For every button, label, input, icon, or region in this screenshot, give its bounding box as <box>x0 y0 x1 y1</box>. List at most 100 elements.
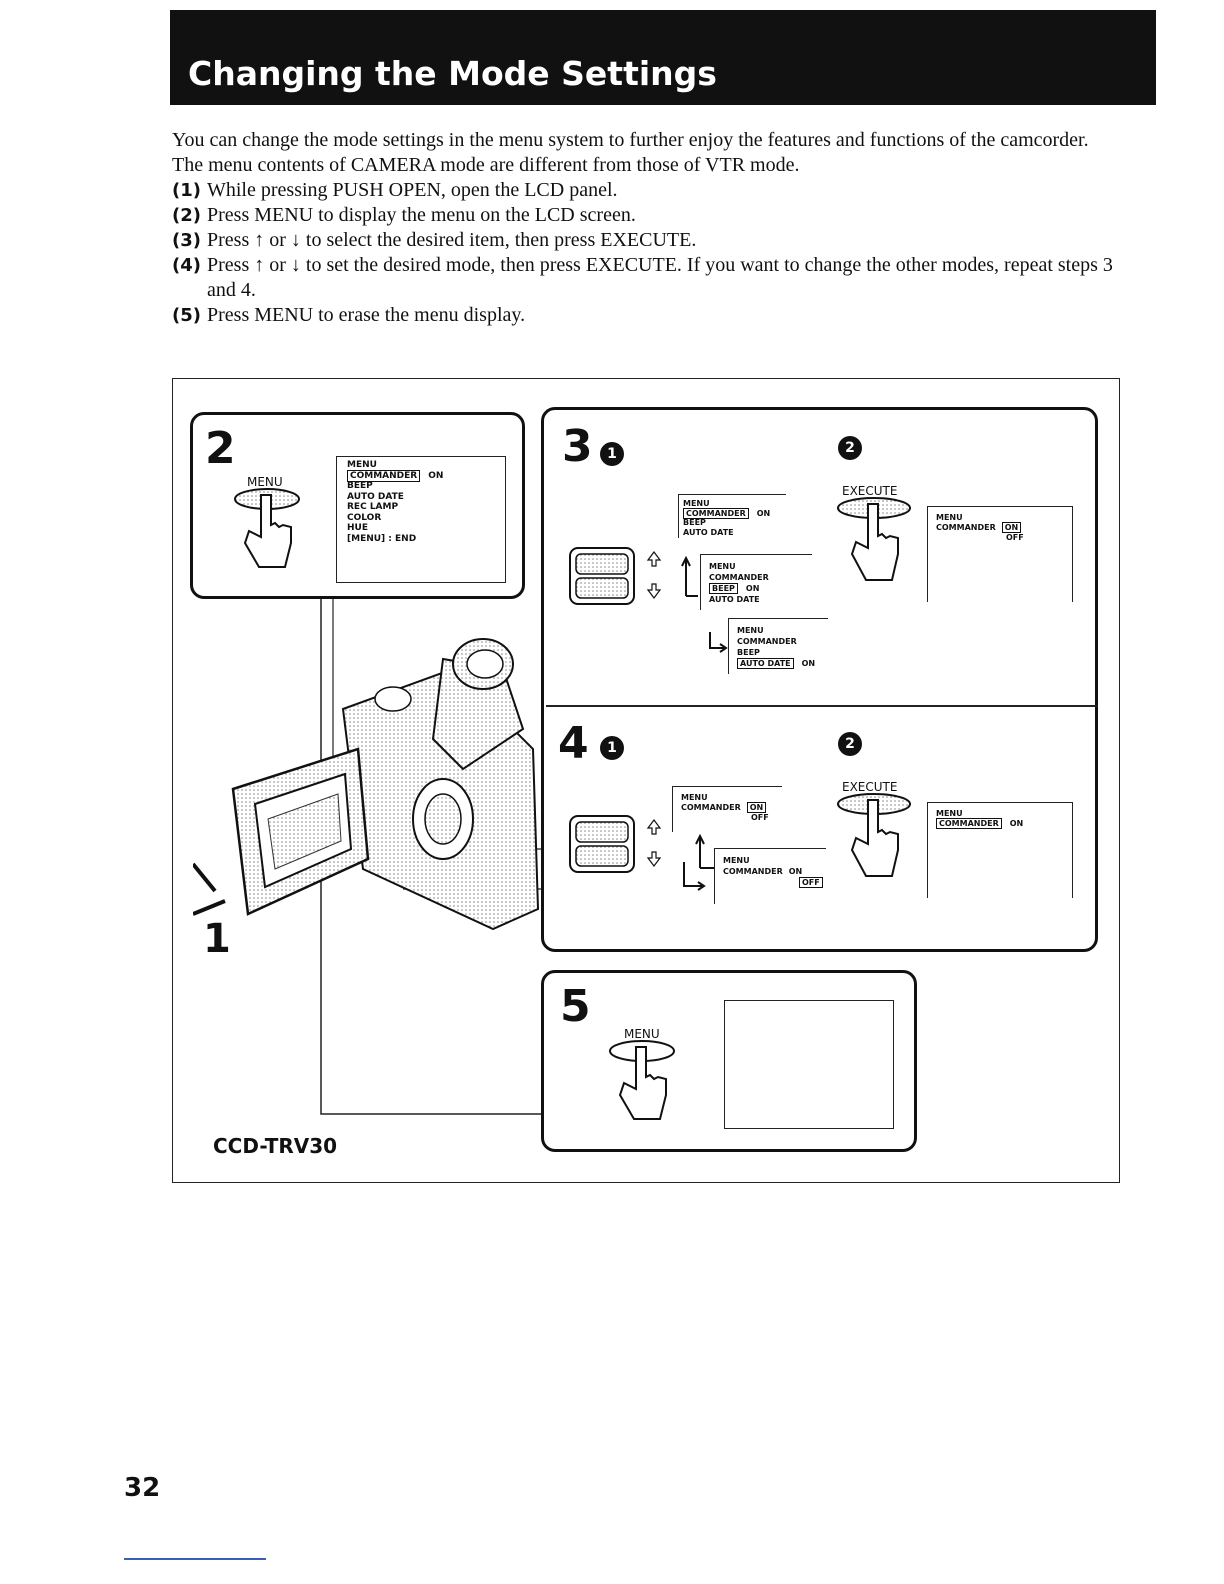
panel-step-5: 5 MENU <box>541 970 917 1152</box>
substep-2-badge: 2 <box>838 436 862 460</box>
menu-item: BEEP <box>347 481 373 491</box>
menu-item: BEEP <box>737 648 760 657</box>
menu-header: MENU <box>737 626 764 635</box>
menu-value-selected: OFF <box>799 877 823 888</box>
intro-line-1: You can change the mode settings in the … <box>172 129 1089 151</box>
panel-5-number: 5 <box>560 981 591 1032</box>
step-number: (3) <box>172 230 201 251</box>
panel-divider <box>546 705 1098 707</box>
step-item: (3) Press ↑ or ↓ to select the desired it… <box>172 228 1122 253</box>
menu-value: OFF <box>751 813 769 822</box>
menu-item: AUTO DATE <box>709 595 760 604</box>
menu-hand-icon[interactable] <box>231 487 303 573</box>
menu-header: MENU <box>936 809 963 818</box>
menu-value-selected: ON <box>1001 522 1022 533</box>
menu-item: BEEP <box>683 518 706 527</box>
menu-item: HUE <box>347 523 368 533</box>
menu-item-selected: COMMANDER <box>683 507 749 519</box>
intro-line-2: The menu contents of CAMERA mode are dif… <box>172 154 800 176</box>
execute-hand-icon[interactable] <box>834 496 914 586</box>
steps-list: (1) While pressing PUSH OPEN, open the LC… <box>172 178 1122 328</box>
menu-button-label: MENU <box>624 1027 660 1041</box>
menu-header: MENU <box>709 562 736 571</box>
execute-hand-icon[interactable] <box>834 792 914 882</box>
menu-value-on: ON <box>745 584 760 593</box>
panel-3-number: 3 <box>562 421 593 472</box>
menu-item-selected: COMMANDER <box>936 818 1002 829</box>
substep-1-badge: 1 <box>600 736 624 760</box>
navigation-arrows <box>681 556 728 653</box>
page-number: 32 <box>124 1473 161 1503</box>
up-down-buttons-icon[interactable] <box>568 546 668 606</box>
menu-item: REC LAMP <box>347 502 399 512</box>
menu-value-on: ON <box>1009 819 1024 828</box>
substep-2-badge: 2 <box>838 732 862 756</box>
menu-item-selected: AUTO DATE <box>737 658 794 669</box>
panel-5-lcd-screen <box>724 1000 894 1129</box>
menu-item: [MENU] : END <box>347 533 417 544</box>
execute-button-label: EXECUTE <box>842 484 898 498</box>
substep-1-badge: 1 <box>600 442 624 466</box>
menu-item: COLOR <box>347 512 382 523</box>
step-number: (2) <box>172 205 201 226</box>
step-text: Press MENU to erase the menu display. <box>207 304 526 326</box>
step-1-label: 1 <box>203 916 231 962</box>
menu-header: MENU <box>936 513 963 522</box>
menu-value-selected: ON <box>746 802 767 813</box>
menu-value: OFF <box>1006 533 1024 542</box>
intro-text: You can change the mode settings in the … <box>172 128 1122 328</box>
up-down-buttons-icon[interactable] <box>568 814 668 874</box>
menu-value-on: ON <box>756 508 771 518</box>
step-text: Press MENU to display the menu on the LC… <box>207 204 636 226</box>
menu-item: COMMANDER <box>723 867 783 876</box>
menu-value-on: ON <box>801 659 816 668</box>
bottom-rule <box>124 1558 266 1560</box>
menu-item: COMMANDER <box>681 803 741 812</box>
menu-header: MENU <box>723 856 750 865</box>
title-bar: Changing the Mode Settings <box>170 10 1156 105</box>
panel-4-number: 4 <box>558 718 589 769</box>
menu-item: AUTO DATE <box>347 491 404 502</box>
step-text: Press ↑ or ↓ to set the desired mode, th… <box>207 254 1113 301</box>
menu-header: MENU <box>683 499 710 508</box>
step-item: (2) Press MENU to display the menu on the… <box>172 203 1122 228</box>
step-item: (4) Press ↑ or ↓ to set the desired mode,… <box>172 253 1122 303</box>
step-text: While pressing PUSH OPEN, open the LCD p… <box>207 179 618 201</box>
execute-button-label: EXECUTE <box>842 780 898 794</box>
menu-item: AUTO DATE <box>683 527 734 537</box>
step-item: (1) While pressing PUSH OPEN, open the LC… <box>172 178 1122 203</box>
menu-header: MENU <box>681 793 708 802</box>
panel-2-number: 2 <box>205 423 236 474</box>
menu-value: ON <box>788 867 803 876</box>
step-text: Press ↑ or ↓ to select the desired item,… <box>207 229 697 251</box>
camcorder-illustration <box>193 638 540 931</box>
model-label: CCD-TRV30 <box>213 1134 338 1158</box>
menu-item: COMMANDER <box>737 637 797 646</box>
step-number: (1) <box>172 180 201 201</box>
step-number: (4) <box>172 255 201 276</box>
menu-button-label: MENU <box>247 475 283 489</box>
menu-value-on: ON <box>428 470 444 481</box>
menu-item: COMMANDER <box>709 573 769 582</box>
menu-item-selected: BEEP <box>709 583 738 594</box>
navigation-arrows <box>683 834 714 891</box>
menu-hand-icon[interactable] <box>606 1039 678 1125</box>
